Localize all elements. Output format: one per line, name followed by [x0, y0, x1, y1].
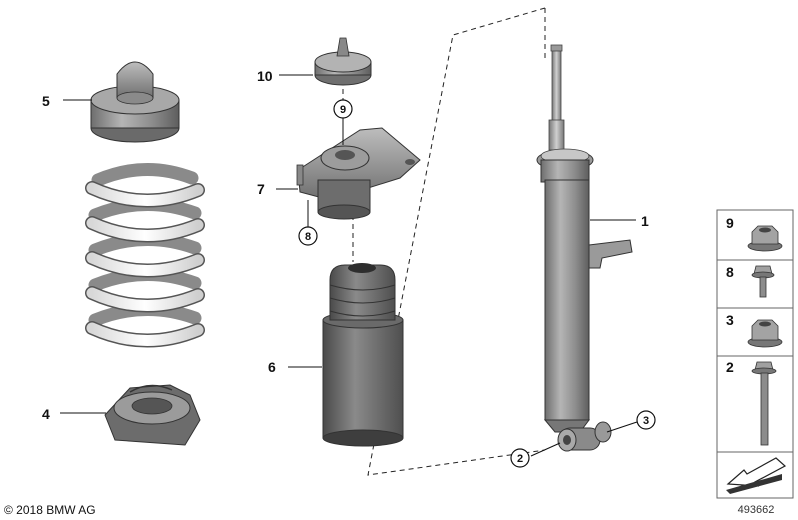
leader-lines [60, 74, 638, 457]
spring-pad-part [104, 384, 201, 446]
fastener-legend: 9 8 3 2 [716, 209, 794, 499]
flange-nut-icon [747, 225, 783, 252]
svg-text:8: 8 [305, 231, 311, 243]
legend-item-1: 9 [726, 215, 734, 231]
circled-callout-9: 9 [333, 99, 353, 119]
svg-text:2: 2 [517, 453, 523, 465]
direction-arrow-icon [726, 457, 787, 494]
callout-10: 10 [257, 68, 273, 84]
diagram-number: 493662 [738, 504, 775, 516]
top-mount-part [296, 127, 421, 220]
callout-1: 1 [641, 213, 649, 229]
legend-item-3: 3 [726, 312, 734, 328]
shock-absorber-part [536, 44, 633, 452]
circled-callout-8: 8 [298, 226, 318, 246]
callout-5: 5 [42, 93, 50, 109]
legend-item-4: 2 [726, 359, 734, 375]
hex-nut-icon [747, 319, 783, 348]
circled-callout-2: 2 [510, 448, 530, 468]
callout-7: 7 [257, 181, 265, 197]
circled-callout-3: 3 [636, 410, 656, 430]
svg-text:9: 9 [340, 104, 346, 116]
short-bolt-icon [751, 265, 775, 298]
protective-cap-part [314, 37, 372, 86]
callout-6: 6 [268, 359, 276, 375]
dust-boot-part [322, 263, 404, 447]
legend-item-2: 8 [726, 264, 734, 280]
callout-4: 4 [42, 406, 50, 422]
spring-support-part [90, 61, 180, 143]
copyright-text: © 2018 BMW AG [4, 503, 96, 517]
coil-spring-part [85, 163, 205, 348]
svg-text:3: 3 [643, 415, 649, 427]
long-bolt-icon [751, 361, 777, 446]
